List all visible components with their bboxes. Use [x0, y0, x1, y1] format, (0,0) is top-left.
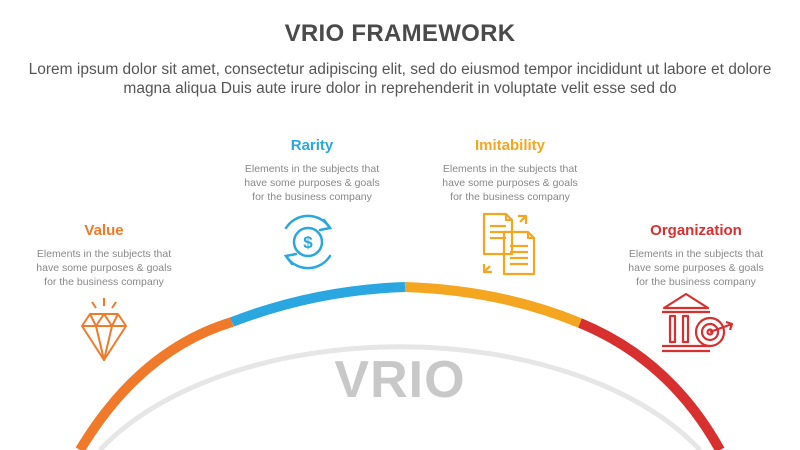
page-title: VRIO FRAMEWORK	[284, 20, 516, 47]
item-imitability: Imitability Elements in the subjects tha…	[420, 137, 600, 204]
arc-segment-value	[75, 317, 234, 450]
arc-segment-imitability	[404, 282, 582, 328]
copy-documents-icon	[482, 212, 536, 276]
item-value-label: Value	[84, 222, 124, 239]
center-vrio-label: VRIO	[334, 351, 466, 409]
item-value: Value Elements in the subjects that have…	[14, 222, 194, 289]
item-rarity-description: Elements in the subjects that have some …	[244, 163, 380, 203]
item-organization: Organization Elements in the subjects th…	[606, 222, 786, 289]
item-organization-description: Elements in the subjects that have some …	[628, 248, 764, 288]
bank-target-icon	[662, 292, 734, 353]
inner-arc	[98, 344, 702, 450]
item-value-description: Elements in the subjects that have some …	[36, 248, 172, 288]
diamond-icon	[81, 298, 127, 361]
item-organization-label: Organization	[650, 222, 742, 239]
arc-segment-rarity	[230, 282, 406, 327]
item-rarity: Rarity Elements in the subjects that hav…	[222, 137, 402, 204]
page-subtitle: Lorem ipsum dolor sit amet, consectetur …	[28, 61, 772, 97]
item-rarity-label: Rarity	[290, 137, 334, 154]
dollar-cycle-icon: $	[283, 214, 333, 270]
item-imitability-description: Elements in the subjects that have some …	[442, 163, 578, 203]
arc-segment-organization	[578, 318, 725, 450]
item-imitability-label: Imitability	[474, 137, 545, 154]
svg-text:$: $	[303, 233, 313, 252]
